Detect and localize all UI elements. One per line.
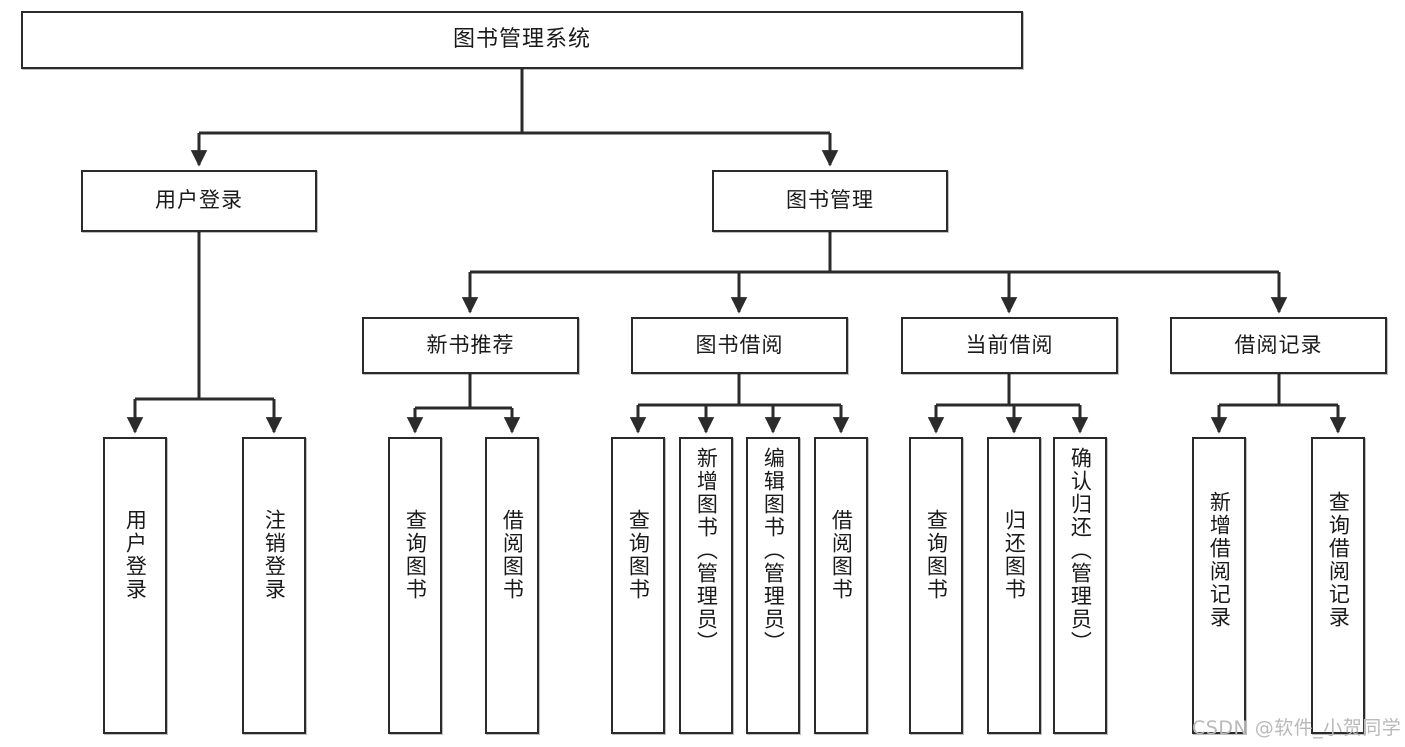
- node-leaf-add-book[interactable]: 新增图书（管理员）: [679, 437, 733, 734]
- leaf-label: 借阅图书: [829, 509, 854, 601]
- leaf-label: 编辑图书（管理员）: [761, 447, 786, 654]
- node-leaf-add-record[interactable]: 新增借阅记录: [1192, 437, 1246, 734]
- leaf-label: 查询图书: [403, 509, 428, 601]
- node-book-borrow[interactable]: 图书借阅: [631, 317, 848, 374]
- leaf-label: 新增图书（管理员）: [694, 447, 719, 654]
- node-leaf-logout-login[interactable]: 注销登录: [242, 437, 306, 734]
- node-leaf-query-record[interactable]: 查询借阅记录: [1311, 437, 1365, 734]
- node-new-book-recommend[interactable]: 新书推荐: [362, 317, 579, 374]
- node-leaf-query-book-1[interactable]: 查询图书: [388, 437, 442, 734]
- node-root-system[interactable]: 图书管理系统: [21, 11, 1023, 69]
- leaf-label: 归还图书: [1002, 509, 1027, 601]
- node-leaf-user-login[interactable]: 用户登录: [103, 437, 167, 734]
- leaf-label: 查询图书: [626, 509, 651, 601]
- node-leaf-borrow-book-2[interactable]: 借阅图书: [814, 437, 868, 734]
- node-leaf-edit-book[interactable]: 编辑图书（管理员）: [746, 437, 800, 734]
- node-leaf-query-book-3[interactable]: 查询图书: [909, 437, 963, 734]
- node-leaf-confirm-return[interactable]: 确认归还（管理员）: [1053, 437, 1107, 734]
- leaf-label: 用户登录: [123, 509, 148, 601]
- leaf-label: 确认归还（管理员）: [1068, 447, 1093, 654]
- node-book-manage[interactable]: 图书管理: [712, 170, 948, 232]
- node-user-login[interactable]: 用户登录: [81, 170, 317, 232]
- node-leaf-return-book[interactable]: 归还图书: [987, 437, 1041, 734]
- leaf-label: 新增借阅记录: [1207, 491, 1232, 629]
- node-borrow-record[interactable]: 借阅记录: [1170, 317, 1387, 374]
- leaf-label: 注销登录: [262, 509, 287, 601]
- leaf-label: 查询借阅记录: [1326, 491, 1351, 629]
- leaf-label: 借阅图书: [500, 509, 525, 601]
- node-leaf-borrow-book-1[interactable]: 借阅图书: [485, 437, 539, 734]
- node-leaf-query-book-2[interactable]: 查询图书: [611, 437, 665, 734]
- leaf-label: 查询图书: [924, 509, 949, 601]
- node-current-borrow[interactable]: 当前借阅: [901, 317, 1118, 374]
